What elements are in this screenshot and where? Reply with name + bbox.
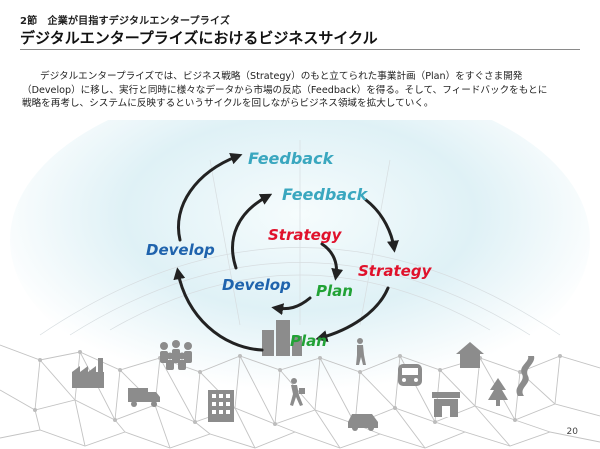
train-icon bbox=[398, 364, 422, 386]
intro-line-3: 戦略を再考し、システムに反映するというサイクルを回しながらビジネス領域を拡大して… bbox=[22, 98, 434, 109]
title-divider bbox=[20, 49, 580, 50]
inner-feedback-label: Feedback bbox=[282, 185, 369, 204]
page-title: デジタルエンタープライズにおけるビジネスサイクル bbox=[20, 29, 378, 47]
tree-icon bbox=[488, 378, 508, 406]
cycle-arrows bbox=[173, 152, 399, 352]
inner-develop-label: Develop bbox=[222, 276, 291, 294]
outer-strategy-label: Strategy bbox=[358, 262, 433, 280]
outer-arrow-strategy-to-plan bbox=[315, 286, 390, 342]
outer-plan-label: Plan bbox=[290, 332, 327, 350]
outer-arrow-feedback-to-strategy bbox=[364, 198, 399, 253]
inner-arrow-develop-to-feedback bbox=[231, 193, 273, 270]
background-arcs bbox=[39, 140, 561, 336]
truck-icon bbox=[128, 388, 160, 407]
intro-line-1: デジタルエンタープライズでは、ビジネス戦略（Strategy）のもと立てられた事… bbox=[40, 71, 523, 82]
intro-paragraph: デジタルエンタープライズでは、ビジネス戦略（Strategy）のもと立てられた事… bbox=[22, 70, 582, 111]
house-icon bbox=[456, 342, 484, 368]
business-cycle-diagram: Feedback Feedback Strategy Strategy Deve… bbox=[0, 120, 600, 449]
crowd-icon bbox=[160, 340, 192, 370]
inner-plan-label: Plan bbox=[316, 282, 353, 300]
city-buildings-icon bbox=[262, 320, 302, 356]
cycle-labels: Feedback Feedback Strategy Strategy Deve… bbox=[146, 149, 433, 350]
inner-arrow-strategy-to-plan bbox=[320, 242, 344, 281]
outer-arrow-develop-to-feedback bbox=[177, 152, 243, 242]
factory-icon bbox=[72, 358, 104, 388]
outer-arrow-plan-to-develop bbox=[173, 267, 264, 352]
pedestrian-icon bbox=[356, 338, 366, 365]
inner-strategy-label: Strategy bbox=[268, 226, 343, 244]
shop-icon bbox=[432, 392, 460, 417]
person-walking-icon bbox=[290, 378, 305, 406]
office-building-icon bbox=[208, 390, 234, 422]
section-label: 2節 企業が目指すデジタルエンタープライズ bbox=[20, 16, 231, 27]
outer-develop-label: Develop bbox=[146, 241, 215, 259]
intro-line-2: （Develop）に移し、実行と同時に様々なデータから市場の反応（Feedbac… bbox=[22, 84, 548, 96]
page-number: 20 bbox=[566, 427, 578, 437]
road-icon bbox=[516, 356, 535, 396]
inner-arrow-plan-to-develop bbox=[271, 296, 312, 316]
outer-feedback-label: Feedback bbox=[248, 149, 335, 168]
network-mesh bbox=[0, 344, 600, 449]
car-icon bbox=[348, 414, 378, 431]
